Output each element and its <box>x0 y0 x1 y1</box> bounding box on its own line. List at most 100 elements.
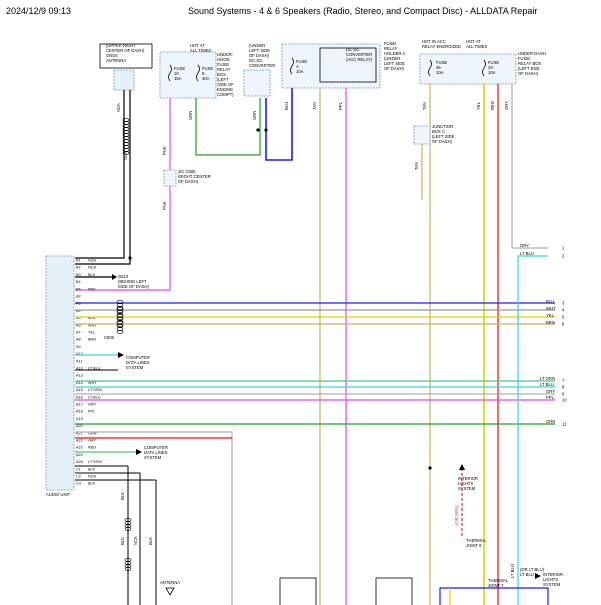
wire-grn <box>195 98 261 156</box>
wire-label-blk: BLK <box>120 537 125 545</box>
wire-end-number: 10 <box>562 398 567 403</box>
wire-label-grn: GRN <box>252 111 257 120</box>
underhood-fuse-label: BOX <box>217 72 226 77</box>
pin-wire-label: NCA <box>88 475 96 479</box>
underhood-fuse-label: SIDE OF <box>217 82 234 87</box>
underdash-fuse-label: UNDER-DASH <box>518 51 546 56</box>
antenna-symbol <box>165 587 175 596</box>
splice-dot <box>128 256 132 260</box>
bottom-connector-1 <box>279 577 317 605</box>
wire-label-red: RED <box>490 101 495 110</box>
pin-label: A17 <box>76 403 83 407</box>
wire-end-number: 3 <box>562 301 565 306</box>
gnss-antenna-label: CENTER OF DASH) <box>106 48 145 53</box>
arrow-symbol <box>136 449 142 455</box>
g613-label: SIDE OF DASH) <box>118 284 150 289</box>
underhood-fuse-label: ENGINE <box>217 87 233 92</box>
fuse-9-label: 9 <box>202 71 205 76</box>
pin-label: A16 <box>76 395 83 399</box>
junction-box-c <box>413 125 431 145</box>
fuse-45-label: 45 <box>436 65 441 70</box>
pin-label: B3 <box>76 273 81 277</box>
wire-label-yel-r: YEL <box>546 313 555 318</box>
fuse-a-label: A <box>296 64 299 69</box>
pin-wire-label: BLK <box>88 467 96 471</box>
wire-end-number: 2 <box>562 254 565 259</box>
jc-c605-label: OF DASH) <box>178 179 199 184</box>
fuse-10-label: 10 <box>174 71 179 76</box>
header-title: Sound Systems - 4 & 6 Speakers (Radio, S… <box>188 6 538 16</box>
g613-label: G613 <box>118 274 129 279</box>
interior-lights-label: SYSTEM <box>458 486 476 491</box>
pin-label: A5 <box>76 316 81 320</box>
wire-label-nca: NCA <box>123 151 128 160</box>
underdash-fuse-label: (LEFT END <box>518 66 540 71</box>
wire-label-gry-r: GRY <box>546 389 555 394</box>
splice-dot <box>428 466 432 470</box>
pin-label: A18 <box>76 410 83 414</box>
fuse-45-label: FUSE <box>436 60 447 65</box>
header-date: 2024/12/9 09:13 <box>6 6 72 16</box>
dcdc-relay-label: DC-DC <box>346 47 360 52</box>
pin-wire-label: YEL <box>88 331 95 335</box>
pin-label: A22 <box>76 439 83 443</box>
pin-label: A25 <box>76 460 83 464</box>
acc-relay-box <box>319 47 377 83</box>
wire-label-tan: TAN <box>312 102 317 110</box>
wire-end-number: 11 <box>562 422 567 427</box>
fuse-a-symbol <box>290 57 294 75</box>
fuse-relay-holder-label: OF DASH) <box>384 66 405 71</box>
antenna-wire-b1 <box>75 250 125 259</box>
c606-label: C606 <box>104 335 115 340</box>
wire-label-nca: NCA <box>116 103 121 112</box>
wire-end-number: 9 <box>562 392 565 397</box>
junction-box-label: JUNCTION <box>432 124 453 129</box>
pin-wire-label: WHT <box>88 381 97 385</box>
wire-end-number: 8 <box>562 385 565 390</box>
splice-dot <box>264 128 268 132</box>
wire-label-brn-r: BRN <box>546 320 555 325</box>
thermal-joint-6-label: THERMAL <box>466 538 487 543</box>
wire-end-number: 5 <box>562 315 565 320</box>
thermal-joint-7-label: THERMAL <box>488 578 509 583</box>
underhood-fuse-label: HOOD <box>217 57 230 62</box>
ltblu-label: LT BLU <box>520 572 534 577</box>
pin-label: A11 <box>76 359 82 363</box>
fuse-45-label: 10A <box>436 70 444 75</box>
pin-wire-label: NCA <box>88 259 96 263</box>
computer-data-lines-label: SYSTEM <box>126 365 144 370</box>
wire-end-label: GRY <box>520 243 529 248</box>
dcdc-converter-label: (UNDER <box>249 43 265 48</box>
or-ltblu-label: (OR LT BLU) <box>520 567 545 572</box>
pin-wire-label: WHT <box>88 323 97 327</box>
arrow-symbol <box>118 352 124 358</box>
underhood-fuse-label: RELAY <box>217 67 231 72</box>
wire-label-grn-r: GRN <box>546 419 555 424</box>
antenna-wire-b2 <box>75 258 131 265</box>
audio-unit-label: AUDIO UNIT <box>46 492 71 497</box>
hot-in-acc-label: RELAY ENERGIZED <box>422 44 461 49</box>
twist-symbol <box>124 567 132 571</box>
pin-label: A12 <box>76 367 83 371</box>
pin-label: C3 <box>76 482 81 486</box>
pin-wire-label: GRY <box>88 439 97 443</box>
fuse-9-label: FUSE <box>202 66 213 71</box>
pin-wire-label: BLU <box>88 316 96 320</box>
pin-wire-label: RED <box>88 446 96 450</box>
thermal-joint-6-label: JOINT 6 <box>466 543 482 548</box>
bottom-connector-2 <box>375 577 413 605</box>
underhood-fuse-label: FUSE/ <box>217 62 230 67</box>
dcdc-converter-label: DC-DC <box>249 58 263 63</box>
dcdc-converter-label: OF DASH) <box>249 53 270 58</box>
fuse-relay-holder-label: (UNDER <box>384 56 400 61</box>
audio-unit-connector <box>45 255 75 491</box>
pin-wire-label: BLK <box>88 482 96 486</box>
fuse-9-label: 30A <box>202 76 210 81</box>
dcdc-converter-label: CONVERTER <box>249 63 275 68</box>
wire-label-ltgrn-r: LT GRN <box>540 376 555 381</box>
fuse-a-label: 10A <box>296 69 304 74</box>
pin-label: A13 <box>76 374 83 378</box>
twist-symbol <box>116 303 124 307</box>
underdash-fuse-label: FUSE/ <box>518 56 531 61</box>
twist-symbol <box>116 327 124 331</box>
